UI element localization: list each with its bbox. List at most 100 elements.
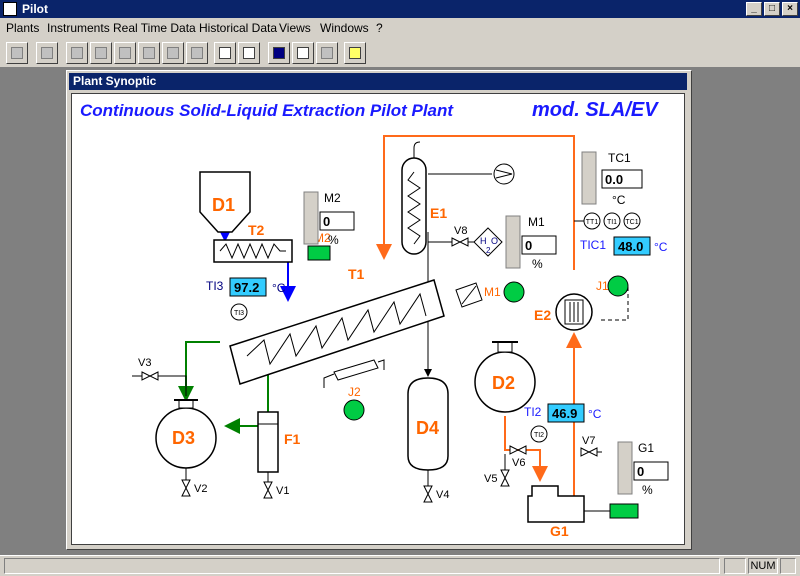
minimize-button[interactable]: _ <box>746 2 762 16</box>
v4-valve-bottom[interactable] <box>423 492 433 503</box>
tt1-bubble-label: TT1 <box>586 219 599 226</box>
d1-hopper[interactable] <box>199 171 251 233</box>
v5-valve-bottom[interactable] <box>500 476 510 487</box>
ti2-bubble[interactable] <box>530 425 548 443</box>
view-3-button[interactable] <box>114 42 136 64</box>
v2-label: V2 <box>194 483 207 495</box>
view-6-button[interactable] <box>186 42 208 64</box>
g1-readout <box>633 461 669 481</box>
v8-valve-left[interactable] <box>451 237 462 247</box>
tc1-tag: TC1 <box>608 151 631 165</box>
save-button[interactable] <box>268 42 290 64</box>
t2-coil-icon <box>219 242 286 260</box>
h2o-sub: 2 <box>486 246 491 255</box>
menu-windows[interactable]: Windows <box>320 21 369 35</box>
help-icon <box>349 47 361 59</box>
ti3-bubble-label: TI3 <box>234 310 244 317</box>
view-5-button[interactable] <box>162 42 184 64</box>
plant-synoptic-window: Plant Synoptic Continuous Solid-Liquid E… <box>66 70 692 550</box>
plant-config-button[interactable] <box>36 42 58 64</box>
ti2-readout <box>547 403 585 423</box>
menu-help[interactable]: ? <box>376 21 383 35</box>
help-button[interactable] <box>344 42 366 64</box>
view-icon <box>95 47 107 59</box>
t1-screw-extractor[interactable] <box>229 279 445 385</box>
view-4-button[interactable] <box>138 42 160 64</box>
m1-motor-indicator[interactable] <box>503 281 525 303</box>
ti1-bubble[interactable] <box>603 212 621 230</box>
status-caps-pane <box>724 558 746 574</box>
j2-heater-icon <box>333 359 379 381</box>
chart-button[interactable] <box>238 42 260 64</box>
v7-valve-right[interactable] <box>587 447 598 457</box>
g1-label: G1 <box>550 523 569 539</box>
d4-tank[interactable] <box>407 377 449 471</box>
v3-label: V3 <box>138 357 151 369</box>
child-window-title: Plant Synoptic <box>69 73 687 90</box>
g1-motor[interactable] <box>609 503 639 519</box>
menu-instruments[interactable]: Instruments <box>47 21 110 35</box>
title-bar: Pilot _ □ × <box>0 0 800 18</box>
app-icon[interactable] <box>3 2 17 16</box>
v1-valve-bottom[interactable] <box>263 488 273 499</box>
t2-label: T2 <box>248 222 265 238</box>
view-2-button[interactable] <box>90 42 112 64</box>
window-title: Pilot <box>22 2 48 16</box>
menu-historical-data[interactable]: Historical Data <box>199 21 278 35</box>
tc1-gauge <box>581 151 597 205</box>
m1-value: 0 <box>525 238 532 253</box>
tc1-bubble[interactable] <box>623 212 641 230</box>
f1-filter[interactable] <box>257 411 279 473</box>
v6-valve-left[interactable] <box>509 445 520 455</box>
m2-value: 0 <box>323 214 330 229</box>
maximize-button[interactable]: □ <box>764 2 780 16</box>
v6-label: V6 <box>512 457 525 469</box>
j2-leads-icon <box>323 359 385 388</box>
tt1-bubble[interactable] <box>583 212 601 230</box>
j2-indicator[interactable] <box>343 399 365 421</box>
view-icon <box>191 47 203 59</box>
v2-valve-top[interactable] <box>181 479 191 490</box>
j1-indicator[interactable] <box>607 275 629 297</box>
g1-unit: % <box>642 483 653 497</box>
v7-valve-left[interactable] <box>580 447 591 457</box>
v6-valve-right[interactable] <box>516 445 527 455</box>
v8-label: V8 <box>454 225 467 237</box>
pipe-j1-signal <box>601 284 629 321</box>
v2-valve-bottom[interactable] <box>181 486 191 497</box>
close-button[interactable]: × <box>782 2 798 16</box>
menu-plants[interactable]: Plants <box>6 21 40 35</box>
g1-pump[interactable] <box>527 485 585 523</box>
h2o-icon <box>473 227 503 257</box>
tc1-bubble-label: TC1 <box>625 219 638 226</box>
m2-motor[interactable] <box>307 245 331 261</box>
menu-bar: Plants Instruments Real Time Data Histor… <box>0 18 800 38</box>
real-time-button[interactable] <box>214 42 236 64</box>
d1-label: D1 <box>212 195 235 215</box>
v1-valve-top[interactable] <box>263 481 273 492</box>
v1-label: V1 <box>276 485 289 497</box>
m2-readout <box>319 211 355 231</box>
open-plant-button[interactable] <box>6 42 28 64</box>
ti3-tag: TI3 <box>206 279 224 293</box>
vacuum-pump-icon[interactable] <box>493 163 515 185</box>
pipe-t1-to-d3 <box>178 341 220 402</box>
v4-valve-top[interactable] <box>423 485 433 496</box>
report-button[interactable] <box>316 42 338 64</box>
menu-real-time-data[interactable]: Real Time Data <box>113 21 196 35</box>
v5-valve-top[interactable] <box>500 469 510 480</box>
d2-label: D2 <box>492 373 515 393</box>
ti3-unit: °C <box>272 281 286 295</box>
ti3-bubble[interactable] <box>230 303 248 321</box>
status-num-pane: NUM <box>748 558 778 574</box>
ti3-readout <box>229 277 267 297</box>
status-message-pane <box>4 558 720 574</box>
print-button[interactable] <box>292 42 314 64</box>
table-icon <box>219 47 231 59</box>
view-1-button[interactable] <box>66 42 88 64</box>
h2o-h: H <box>480 236 487 246</box>
v3-valve-left[interactable] <box>141 371 152 381</box>
menu-views[interactable]: Views <box>279 21 311 35</box>
v3-valve-right[interactable] <box>148 371 159 381</box>
v8-valve-right[interactable] <box>458 237 469 247</box>
